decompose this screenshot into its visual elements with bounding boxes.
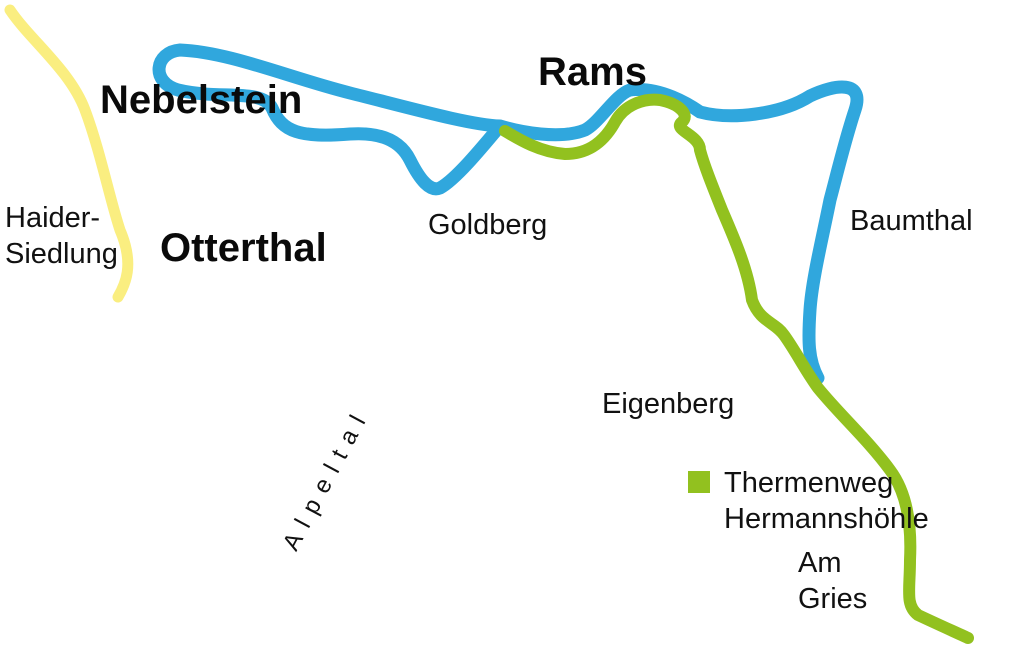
legend-line1: Thermenweg (724, 467, 894, 499)
green-square-icon (688, 471, 710, 493)
am-gries-line2: Gries (798, 583, 868, 615)
haider-line1: Haider- (5, 202, 101, 234)
blue-route (152, 43, 864, 385)
place-label-rams: Rams (538, 50, 647, 94)
place-label-goldberg: Goldberg (428, 209, 548, 241)
place-label-eigenberg: Eigenberg (602, 388, 735, 420)
place-label-nebelstein: Nebelstein (100, 78, 303, 122)
legend-line2: Hermannshöhle (724, 503, 929, 535)
haider-line2: Siedlung (5, 238, 118, 270)
am-gries-line1: Am (798, 547, 842, 579)
yellow-route (4, 4, 134, 303)
green-route (499, 93, 974, 644)
place-label-am-gries: Am Gries (798, 545, 918, 617)
place-label-otterthal: Otterthal (160, 226, 327, 270)
place-label-baumthal: Baumthal (850, 205, 973, 237)
place-label-haider-siedlung: Haider- Siedlung (5, 200, 145, 272)
legend-thermenweg: Thermenweg Hermannshöhle (724, 465, 1004, 537)
